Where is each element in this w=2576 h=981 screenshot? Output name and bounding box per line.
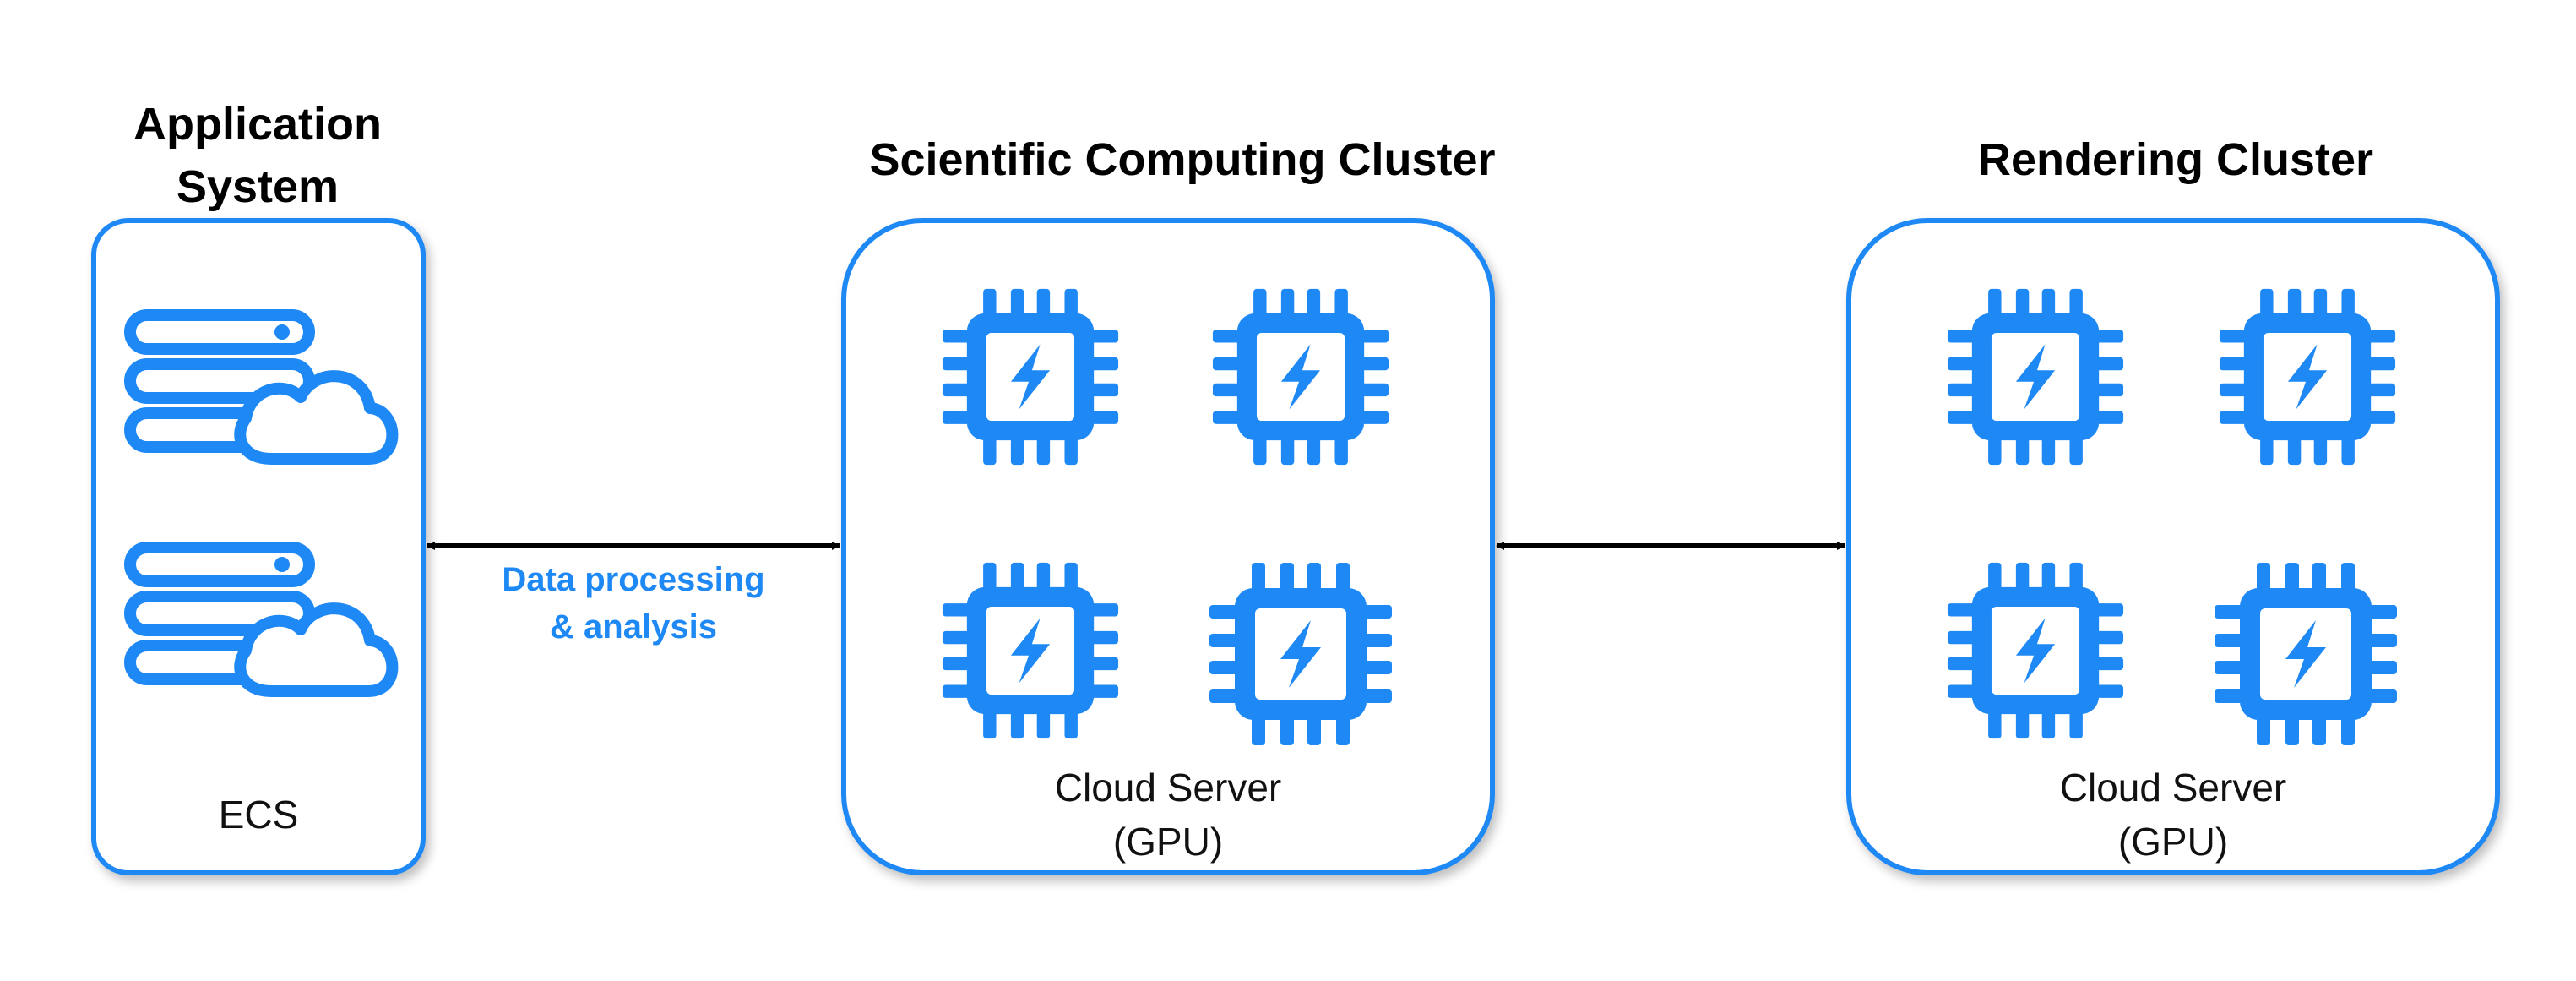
sci-cluster-label-line2: (GPU) xyxy=(1112,820,1224,864)
app-system-title: Application System xyxy=(93,93,422,218)
render-cluster-title: Rendering Cluster xyxy=(1977,134,2374,185)
render-cluster-label-line1: Cloud Server xyxy=(2059,766,2287,809)
app-system-title-line1: Application xyxy=(133,99,382,150)
sci-cluster-title: Scientific Computing Cluster xyxy=(869,134,1496,185)
sci-cluster-label: Cloud Server (GPU) xyxy=(841,760,1495,869)
render-cluster-label: Cloud Server (GPU) xyxy=(1846,760,2500,869)
edge-label-data-processing: Data processing & analysis xyxy=(456,556,811,651)
app-system-title-line2: System xyxy=(176,161,340,212)
render-cluster-box[interactable] xyxy=(1846,218,2500,875)
sci-cluster-label-line1: Cloud Server xyxy=(1054,766,1282,809)
sci-cluster-box[interactable] xyxy=(841,218,1495,875)
edge-label-line1: Data processing xyxy=(502,561,765,598)
app-system-label: ECS xyxy=(218,793,299,837)
render-cluster-label-line2: (GPU) xyxy=(2117,820,2229,864)
edge-label-line2: & analysis xyxy=(550,608,717,646)
